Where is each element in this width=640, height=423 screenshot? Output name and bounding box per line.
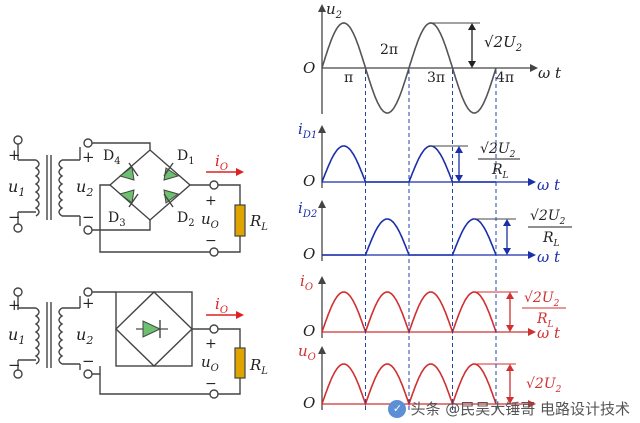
origin-id1: O xyxy=(303,172,315,190)
id1-x-arrow xyxy=(528,178,536,186)
plus-secondary: + xyxy=(82,148,95,166)
watermark-icon: ✓ xyxy=(388,399,407,418)
rl-label: RL xyxy=(249,212,268,233)
d2-label: D2 xyxy=(177,210,195,229)
u1-label: u1 xyxy=(8,177,25,199)
io-amp-arrow-bottom xyxy=(506,325,514,332)
omega-t-io: ω t xyxy=(537,324,561,342)
uo-amp-arrow-bottom xyxy=(506,397,514,404)
uo-label-2: uO xyxy=(201,353,219,374)
tick-3pi: 3π xyxy=(427,70,445,86)
bridge-diode-symbol xyxy=(136,320,168,338)
waveform-panels xyxy=(318,4,572,410)
d4-label: D4 xyxy=(103,148,121,167)
tick-pi: π xyxy=(344,70,353,86)
minus-secondary: − xyxy=(82,208,95,226)
id1-y-arrow xyxy=(318,125,326,133)
id1-amp-den: RL xyxy=(491,162,509,181)
io-amp-arrow-top xyxy=(506,292,514,299)
origin-id2: O xyxy=(303,245,315,263)
u2-amp-arrow-top xyxy=(468,23,476,30)
minus-primary: − xyxy=(8,208,21,226)
id1-amp-arrow-bottom xyxy=(455,175,463,182)
tick-2pi: 2π xyxy=(380,42,398,58)
plus-primary: + xyxy=(8,146,21,164)
amp-u2-label: √2U2 xyxy=(484,33,522,54)
u2-wave xyxy=(321,22,497,114)
plus-output: + xyxy=(205,193,217,209)
origin-u2: O xyxy=(303,59,315,77)
u2-y-arrow xyxy=(318,4,326,12)
id2-axis-label: iD2 xyxy=(298,199,317,220)
minus-output-2: − xyxy=(205,376,217,392)
bridge-circuit-discrete xyxy=(13,135,241,257)
u2-amp-arrow-bottom xyxy=(468,61,476,68)
origin-io: O xyxy=(303,322,315,340)
id2-amp-den: RL xyxy=(542,230,560,249)
diode-d2 xyxy=(163,189,180,208)
io-arrow xyxy=(206,168,244,176)
io-amp-num: √2U2 xyxy=(524,290,560,309)
uo-label: uO xyxy=(201,210,219,231)
id1-amp-arrow-top xyxy=(455,146,463,153)
uo-wave xyxy=(321,363,497,407)
id2-x-arrow xyxy=(528,251,536,259)
u2-label: u2 xyxy=(76,177,93,199)
uo-y-arrow xyxy=(318,346,326,354)
diode-d4 xyxy=(118,162,139,181)
u2-axis-label: u2 xyxy=(326,0,342,21)
omega-t-id1: ω t xyxy=(537,176,561,194)
load-resistor-2 xyxy=(234,347,246,379)
diode-d3 xyxy=(118,189,139,208)
u2-x-arrow xyxy=(530,64,538,72)
load-resistor xyxy=(234,204,246,237)
io-x-arrow xyxy=(528,328,536,336)
u1-label-2: u1 xyxy=(8,325,25,347)
io-y-arrow xyxy=(318,276,326,284)
watermark: ✓ 头条 @民吴大锤哥 电路设计技术 xyxy=(388,398,630,419)
id1-amp-num: √2U2 xyxy=(480,141,516,160)
rl-label-2: RL xyxy=(249,356,268,377)
plus-secondary-2: + xyxy=(82,294,95,312)
waveform-labels: u2 O π 2π 3π 4π ω t √2U2 iD1 O ω t √2U2 … xyxy=(298,0,566,412)
io-label-2: iO xyxy=(215,295,228,316)
id2-amp-arrow-top xyxy=(503,219,511,226)
io-amp-den: RL xyxy=(536,311,554,330)
id2-amp-arrow-bottom xyxy=(503,248,511,255)
watermark-text: 头条 @民吴大锤哥 电路设计技术 xyxy=(410,400,630,418)
io-axis-label: iO xyxy=(300,272,313,293)
tick-4pi: 4π xyxy=(496,70,514,86)
omega-t-id2: ω t xyxy=(537,248,561,266)
id2-y-arrow xyxy=(318,200,326,208)
id2-amp-num: √2U2 xyxy=(530,208,566,227)
plus-primary-2: + xyxy=(8,296,21,314)
uo-amp-arrow-top xyxy=(506,364,514,371)
omega-t-u2: ω t xyxy=(538,64,562,82)
u2-label-2: u2 xyxy=(76,325,93,347)
uo-amp-label: √2U2 xyxy=(526,376,562,395)
minus-primary-2: − xyxy=(8,356,21,374)
minus-secondary-2: − xyxy=(82,352,95,370)
origin-uo: O xyxy=(303,394,315,412)
io-label: iO xyxy=(215,152,228,173)
minus-output: − xyxy=(205,233,217,249)
d3-label: D3 xyxy=(108,210,126,229)
plus-output-2: + xyxy=(205,336,217,352)
uo-x-arrow xyxy=(528,400,536,408)
io-arrow-2 xyxy=(206,311,244,319)
diode-d1 xyxy=(163,162,180,181)
uo-axis-label: uO xyxy=(298,342,316,363)
d1-label: D1 xyxy=(177,148,195,167)
bridge-circuit-block xyxy=(13,287,241,399)
id1-axis-label: iD1 xyxy=(298,120,317,141)
